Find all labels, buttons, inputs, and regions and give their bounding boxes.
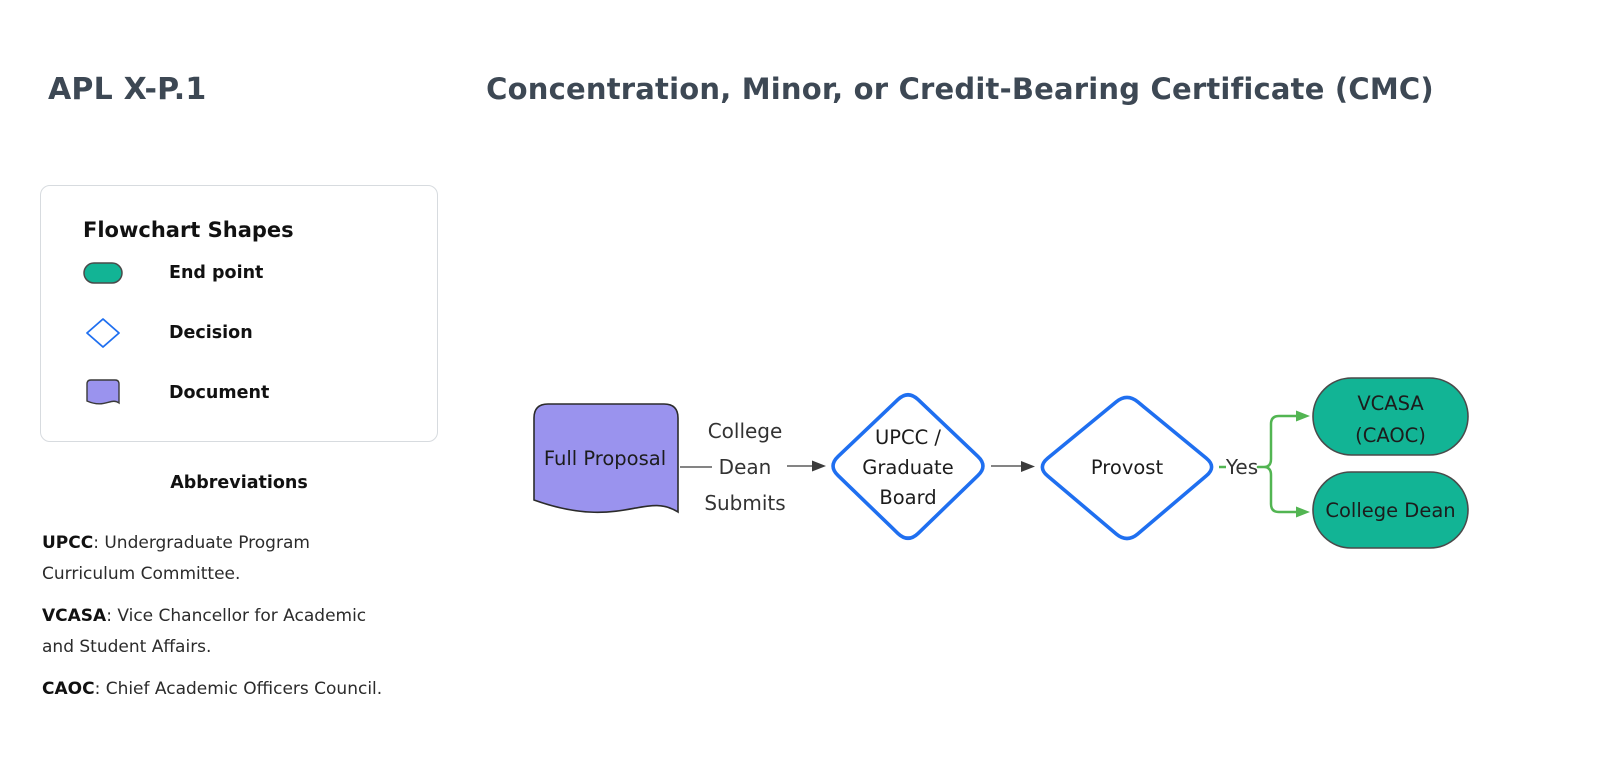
arrowhead-decision1 — [812, 460, 826, 472]
legend-item-endpoint: End point — [81, 256, 437, 290]
abbreviation-term: UPCC — [42, 533, 94, 553]
arrowhead-decision2 — [1021, 461, 1035, 472]
abbreviation-entry-vcasa: VCASA: Vice Chancellor for Academic and … — [42, 601, 394, 663]
document-id: APL X-P.1 — [48, 72, 207, 107]
abbreviation-definition: : Undergraduate Program Curriculum Commi… — [42, 533, 310, 584]
upcc-graduate-board-label-line: UPCC / — [875, 426, 941, 449]
provost-node — [1040, 395, 1214, 541]
vcasa-label-line: (CAOC) — [1355, 424, 1426, 447]
college-dean-label: College Dean — [1325, 499, 1455, 522]
endpoint-icon — [83, 262, 123, 284]
edge-yes-split — [1256, 414, 1298, 514]
edge-label-line: Submits — [704, 491, 785, 515]
edge-label-line: Dean — [719, 455, 772, 479]
document-icon-shape — [86, 379, 120, 405]
decision-icon — [86, 318, 120, 348]
provost-label: Provost — [1091, 456, 1164, 479]
abbreviation-definition: : Vice Chancellor for Academic and Stude… — [42, 606, 367, 657]
upcc-graduate-board-label-line: Graduate — [862, 456, 953, 479]
arrowhead-college-dean — [1296, 506, 1310, 518]
edge-label-line: College — [708, 419, 783, 443]
abbreviation-entry-upcc: UPCC: Undergraduate Program Curriculum C… — [42, 528, 394, 590]
upcc-graduate-board-label-line: Board — [879, 486, 936, 509]
upcc-graduate-board-node — [831, 393, 985, 540]
abbreviation-term: CAOC — [42, 679, 95, 699]
legend-item-label: Decision — [169, 323, 253, 343]
full-proposal-label: Full Proposal — [544, 447, 666, 470]
abbreviations-list: UPCC: Undergraduate Program Curriculum C… — [42, 528, 394, 716]
yes-label: Yes — [1225, 455, 1258, 479]
legend-item-label: Document — [169, 383, 270, 403]
document-icon — [86, 379, 120, 405]
arrowhead-vcasa — [1296, 410, 1310, 422]
page-title: Concentration, Minor, or Credit-Bearing … — [486, 72, 1434, 106]
legend-item-decision: Decision — [81, 316, 437, 350]
abbreviation-term: VCASA — [42, 606, 107, 626]
abbreviation-definition: : Chief Academic Officers Council. — [94, 679, 383, 699]
legend-title: Flowchart Shapes — [83, 218, 294, 242]
college-dean-node — [1312, 471, 1469, 549]
endpoint-icon-shape — [83, 262, 123, 284]
legend-card: Flowchart Shapes End point Decision Docu… — [40, 185, 438, 442]
legend-item-label: End point — [169, 263, 264, 283]
full-proposal-node — [533, 403, 679, 514]
vcasa-node — [1312, 377, 1469, 456]
legend-item-document: Document — [81, 376, 437, 410]
abbreviations-title: Abbreviations — [170, 473, 308, 493]
vcasa-label-line: VCASA — [1357, 392, 1424, 415]
abbreviation-entry-caoc: CAOC: Chief Academic Officers Council. — [42, 674, 394, 705]
decision-icon-shape — [86, 318, 120, 348]
